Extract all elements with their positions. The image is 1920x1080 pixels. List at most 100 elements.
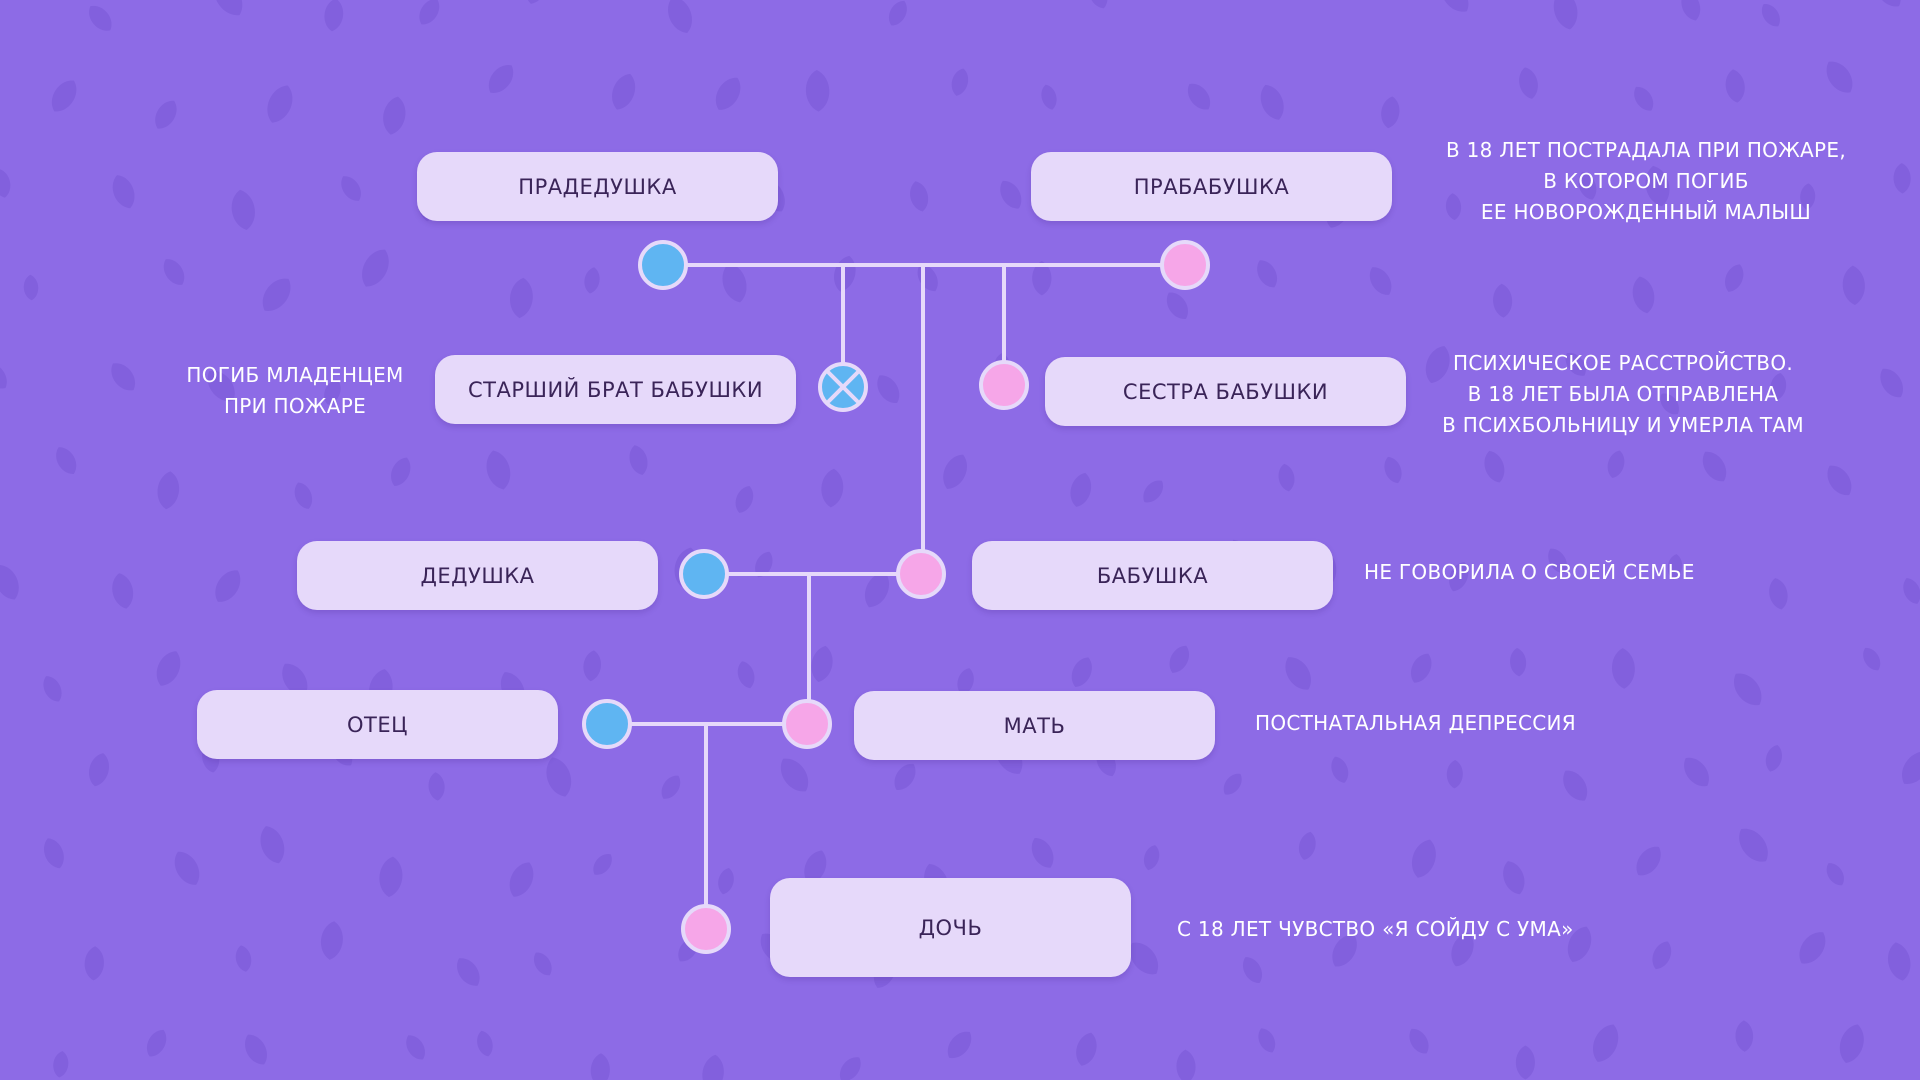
leaf-shape xyxy=(1188,83,1210,110)
leaf-shape xyxy=(1298,831,1316,860)
person-box-great-grandfather: ПРАДЕДУШКА xyxy=(417,152,778,221)
leaf-shape xyxy=(1332,934,1357,967)
leaf-shape xyxy=(231,189,255,230)
leaf-shape xyxy=(1143,845,1160,871)
leaf-shape xyxy=(428,772,445,801)
leaf-shape xyxy=(1893,163,1911,194)
leaf-shape xyxy=(321,921,343,960)
leaf-shape xyxy=(1278,463,1295,492)
leaf-shape xyxy=(419,0,440,25)
leaf-shape xyxy=(1412,839,1436,878)
leaf-shape xyxy=(1484,450,1505,483)
leaf-shape xyxy=(781,758,808,792)
person-box-great-grandmother: ПРАБАБУШКА xyxy=(1031,152,1392,221)
leaf-shape xyxy=(1887,942,1911,981)
note-great-grandmother: В 18 ЛЕТ ПОСТРАДАЛА ПРИ ПОЖАРЕ, В КОТОРО… xyxy=(1445,138,1846,224)
leaf-shape xyxy=(910,181,929,212)
crossed-circle-icon xyxy=(818,362,868,412)
leaf-shape xyxy=(155,100,177,129)
leaf-shape xyxy=(1567,926,1592,962)
leaf-shape xyxy=(1578,171,1597,200)
person-box-grandmother-sister: СЕСТРА БАБУШКИ xyxy=(1045,357,1406,426)
note-older-brother: ПОГИБ МЛАДЕНЦЕМ ПРИ ПОЖАРЕ xyxy=(186,363,404,418)
leaf-shape xyxy=(546,757,572,797)
leaf-shape xyxy=(1563,770,1588,801)
leaf-shape xyxy=(1143,480,1163,503)
leaf-shape xyxy=(1000,180,1022,209)
leaf-shape xyxy=(612,73,636,110)
leaf-shape xyxy=(668,0,692,33)
leaf-shape xyxy=(1260,84,1284,120)
leaf-shape xyxy=(1842,265,1865,305)
leaf-shape xyxy=(737,661,755,689)
person-box-daughter: ДОЧЬ xyxy=(770,878,1131,977)
leaf-shape xyxy=(156,651,181,686)
leaf-shape xyxy=(1799,932,1826,964)
leaf-shape xyxy=(661,775,681,799)
leaf-shape xyxy=(821,468,844,508)
leaf-shape xyxy=(888,0,907,26)
female-node-great-grandmother xyxy=(1160,240,1210,290)
leaf-shape xyxy=(951,68,969,96)
leaf-shape xyxy=(1257,260,1278,288)
male-node-grandfather xyxy=(679,549,729,599)
leaf-shape xyxy=(755,551,773,578)
leaf-shape xyxy=(1031,838,1054,868)
note-grandmother: НЕ ГОВОРИЛА О СВОЕЙ СЕМЬЕ xyxy=(1364,560,1695,584)
leaf-shape xyxy=(146,1029,167,1057)
leaf-shape xyxy=(715,77,741,110)
leaf-shape xyxy=(864,572,890,608)
leaf-shape xyxy=(0,564,19,600)
leaf-shape xyxy=(84,946,104,981)
leaf-shape xyxy=(1223,773,1242,795)
leaf-shape xyxy=(1880,368,1903,398)
leaf-shape xyxy=(486,450,511,490)
leaf-shape xyxy=(1826,863,1844,886)
leaf-shape xyxy=(1645,165,1670,207)
person-box-mother: МАТЬ xyxy=(854,691,1215,760)
leaf-shape xyxy=(509,862,534,897)
leaf-shape xyxy=(1863,647,1881,671)
leaf-shape xyxy=(383,96,406,135)
leaf-shape xyxy=(1071,657,1092,687)
leaf-shape xyxy=(1510,648,1527,677)
leaf-shape xyxy=(43,676,62,702)
leaf-shape xyxy=(1739,828,1768,862)
leaf-shape xyxy=(1166,292,1188,319)
leaf-shape xyxy=(1735,1020,1754,1052)
leaf-shape xyxy=(1632,276,1655,314)
leaf-shape xyxy=(1169,645,1190,673)
leaf-shape xyxy=(23,274,39,301)
leaf-shape xyxy=(1769,578,1788,610)
leaf-shape xyxy=(1381,96,1400,129)
leaf-shape xyxy=(1800,183,1816,210)
leaf-shape xyxy=(593,854,612,875)
leaf-shape xyxy=(51,80,77,112)
leaf-shape xyxy=(1770,373,1787,401)
leaf-shape xyxy=(56,447,77,474)
leaf-shape xyxy=(629,445,648,475)
female-node-grandmother xyxy=(896,549,946,599)
leaf-shape xyxy=(260,826,285,864)
leaf-shape xyxy=(112,573,134,609)
leaf-shape xyxy=(1660,393,1679,415)
leaf-shape xyxy=(1702,451,1727,482)
leaf-shape xyxy=(1515,1045,1535,1080)
leaf-shape xyxy=(1652,941,1672,970)
leaf-shape xyxy=(894,763,916,790)
leaf-shape xyxy=(262,278,291,311)
leaf-shape xyxy=(1725,264,1744,292)
leaf-shape xyxy=(1681,0,1701,21)
leaf-shape xyxy=(1445,193,1462,220)
leaf-shape xyxy=(1258,1028,1276,1053)
leaf-shape xyxy=(214,0,243,16)
leaf-shape xyxy=(341,176,361,201)
leaf-shape xyxy=(324,0,344,32)
leaf-shape xyxy=(840,1057,861,1080)
person-box-grandfather: ДЕДУШКА xyxy=(297,541,658,610)
leaf-shape xyxy=(1565,352,1586,376)
leaf-shape xyxy=(406,1035,425,1060)
leaf-shape xyxy=(44,838,64,869)
leaf-shape xyxy=(267,85,293,123)
